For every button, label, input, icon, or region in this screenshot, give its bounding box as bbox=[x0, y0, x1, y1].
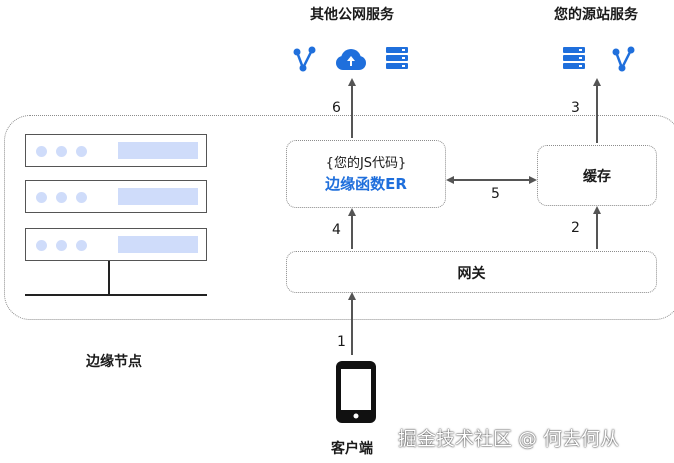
graph-icon bbox=[294, 47, 316, 72]
step-number: 5 bbox=[491, 186, 500, 202]
watermark: 掘金技术社区 @ 何去何从 bbox=[398, 424, 619, 451]
step-number: 1 bbox=[337, 334, 346, 350]
phone-icon bbox=[336, 361, 376, 423]
edge-node-label: 边缘节点 bbox=[86, 351, 142, 371]
step-number: 6 bbox=[332, 100, 341, 116]
client-label: 客户端 bbox=[331, 438, 373, 458]
database-icon bbox=[386, 47, 408, 69]
database-icon bbox=[563, 47, 585, 69]
cloud-upload-icon bbox=[336, 49, 366, 70]
graph-icon bbox=[613, 47, 635, 72]
origin-services-title: 您的源站服务 bbox=[554, 4, 638, 24]
step-number: 2 bbox=[571, 220, 580, 236]
step-number: 4 bbox=[332, 222, 341, 238]
step-number: 3 bbox=[571, 100, 580, 116]
other-public-services-title: 其他公网服务 bbox=[310, 4, 394, 24]
